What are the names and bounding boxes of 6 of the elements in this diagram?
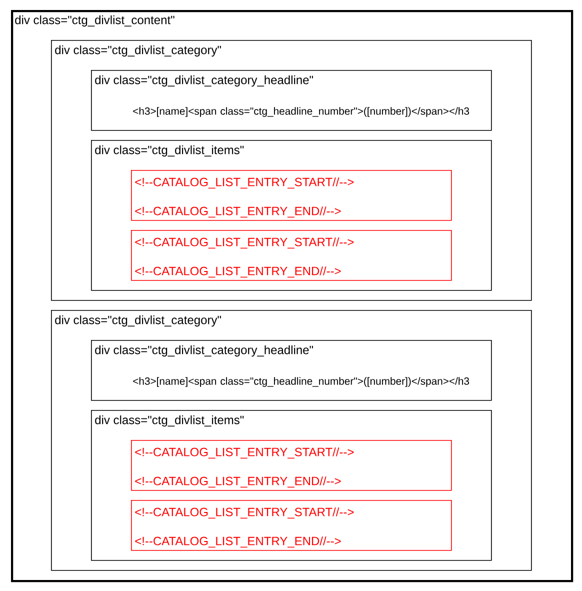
entry-box: <!--CATALOG_LIST_ENTRY_START//--> <!--CATALOG_LIST_ENTRY_END//--> xyxy=(131,500,452,551)
headline-box: div class="ctg_divlist_category_headline" <h3>[name]<span class="ctg_headline_number">([number])</span></h3 xyxy=(91,340,492,401)
entry-box: <!--CATALOG_LIST_ENTRY_START//--> <!--CATALOG_LIST_ENTRY_END//--> xyxy=(131,440,452,491)
entry-box: <!--CATALOG_LIST_ENTRY_START//--> <!--CATALOG_LIST_ENTRY_END//--> xyxy=(131,230,452,281)
entry-box: <!--CATALOG_LIST_ENTRY_START//--> <!--CATALOG_LIST_ENTRY_END//--> xyxy=(131,170,452,221)
headline-box: div class="ctg_divlist_category_headline" <h3>[name]<span class="ctg_headline_number">([number])</span></h3 xyxy=(91,70,492,131)
